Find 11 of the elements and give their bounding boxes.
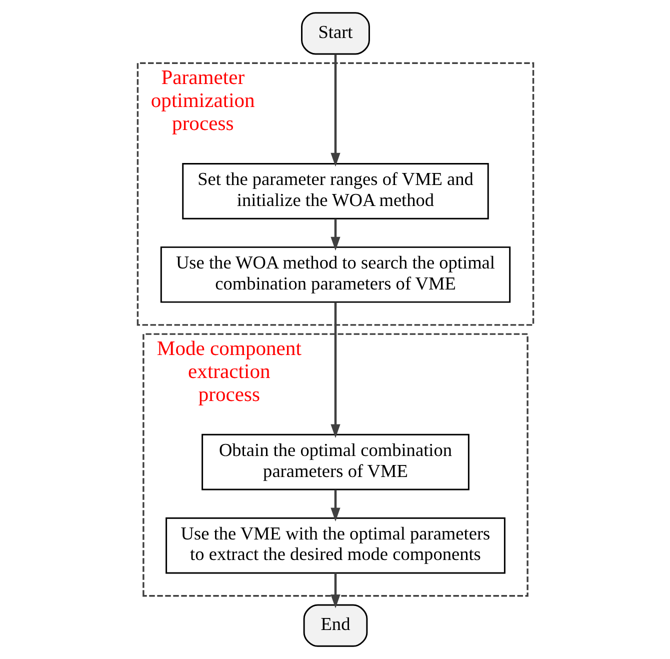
arrow (330, 218, 340, 251)
node-box: Start (300, 12, 370, 55)
arrow (330, 54, 340, 167)
node-box: Use the VME with the optimal parameters to extract the desired mode components (165, 517, 505, 574)
node-box: Obtain the optimal combination parameters of VME (201, 434, 469, 490)
node-box: Use the WOA method to search the optimal combination parameters of VME (160, 246, 510, 303)
arrow (330, 490, 340, 522)
node-box: End (302, 604, 368, 647)
arrow (330, 302, 340, 438)
node-box: Set the parameter ranges of VME and initialize the WOA method (182, 162, 488, 220)
arrow (330, 573, 340, 608)
